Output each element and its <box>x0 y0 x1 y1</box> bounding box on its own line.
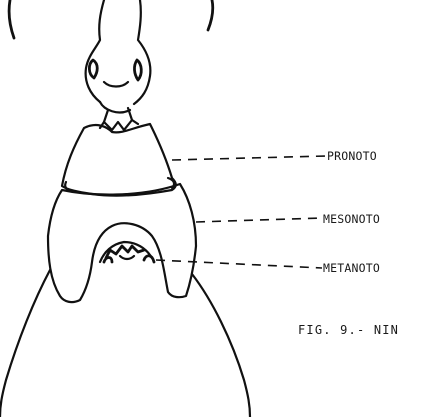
pronotum <box>62 124 176 196</box>
mesonoto-leader <box>196 218 322 222</box>
label-mesonoto: MESONOTO <box>323 212 380 226</box>
abdomen <box>0 270 250 417</box>
metanotum <box>100 242 154 262</box>
label-metanoto: METANOTO <box>323 261 380 275</box>
metanoto-leader <box>156 260 322 268</box>
head <box>86 0 151 112</box>
figure-caption: FIG. 9.- NIN <box>298 323 399 337</box>
label-pronoto: PRONOTO <box>327 149 377 163</box>
antennae <box>9 0 213 38</box>
pronoto-leader <box>172 156 326 160</box>
